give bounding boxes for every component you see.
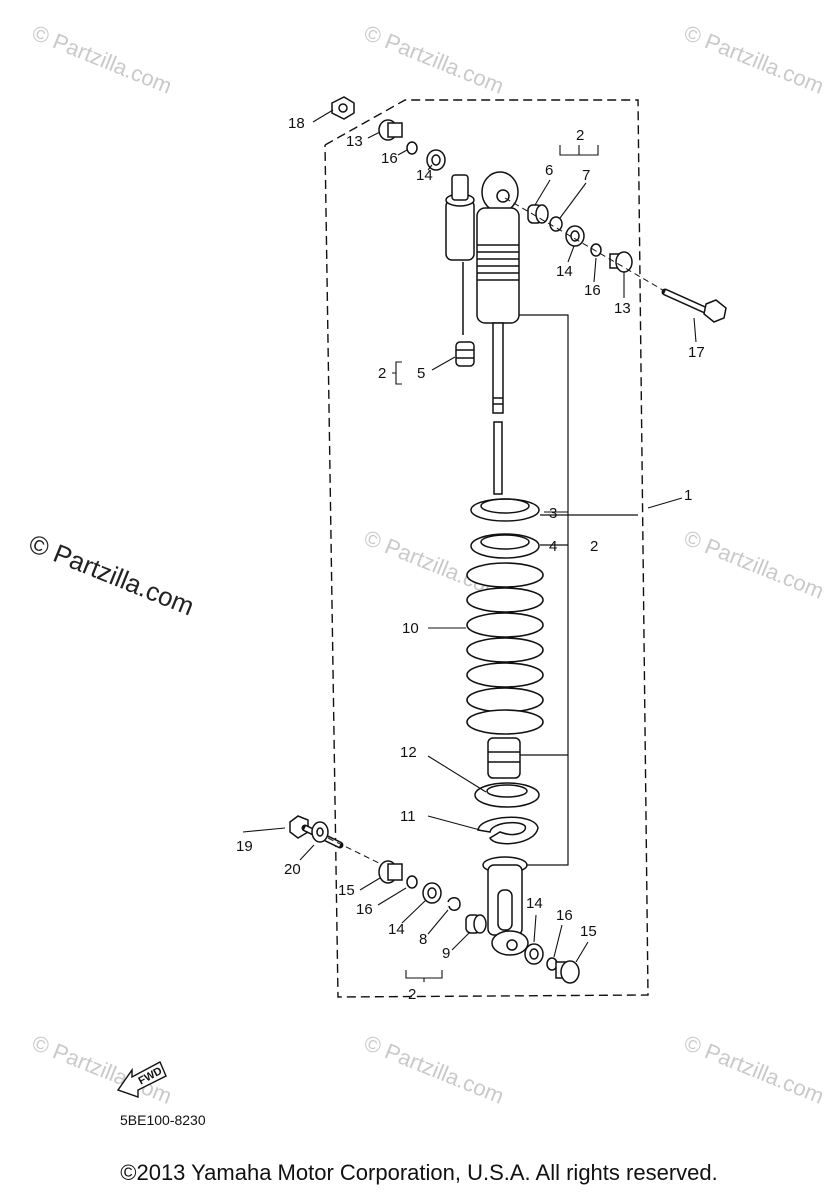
callout-20: 20 [284, 861, 301, 878]
oring-16-bottom-left [406, 875, 418, 889]
callout-19: 19 [236, 838, 253, 855]
diagram-code: 5BE100-8230 [120, 1112, 206, 1128]
callout-11: 11 [400, 808, 416, 825]
fwd-arrow-icon: FWD [116, 1061, 167, 1098]
bottom-axis-line [327, 837, 386, 867]
circlip-8 [447, 897, 461, 911]
callout-14-top-right: 14 [556, 263, 573, 280]
callout-2-adjuster: 2 [590, 538, 598, 555]
callout-14-top-left: 14 [416, 167, 433, 184]
top-bolt-17 [661, 288, 727, 323]
callout-8: 8 [419, 931, 427, 948]
callout-14-bottom-right: 14 [526, 895, 543, 912]
callout-12: 12 [400, 744, 417, 761]
top-axis-line [504, 197, 681, 301]
callout-18: 18 [288, 115, 305, 132]
callout-16-bottom-left: 16 [356, 901, 373, 918]
assembly-boundary [324, 99, 649, 998]
bottom-collar-15-left [378, 860, 403, 884]
shock-body [476, 171, 520, 324]
spring-retainer [477, 816, 539, 845]
spring-guide [474, 782, 540, 808]
reservoir [445, 174, 475, 335]
callout-2-bottom: 2 [408, 986, 416, 1003]
bottom-collar-15-right [555, 960, 580, 984]
reservoir-cap [455, 341, 475, 367]
callout-17: 17 [688, 344, 705, 361]
spring-adjuster [470, 533, 540, 559]
callout-6: 6 [545, 162, 553, 179]
callout-9: 9 [442, 945, 450, 962]
subassembly-bracket [515, 314, 638, 866]
oring-16-top-right [590, 243, 602, 257]
callout-13-top-right: 13 [614, 300, 631, 317]
leader-lines [242, 109, 697, 982]
callout-3: 3 [549, 505, 557, 522]
bushing-9 [465, 914, 487, 934]
copyright-notice: ©2013 Yamaha Motor Corporation, U.S.A. A… [120, 1160, 718, 1185]
callout-2-cap: 2 [378, 365, 386, 382]
oil-seal-14-bottom-right [524, 943, 544, 965]
lower-clevis [482, 856, 529, 956]
top-collar-13-right [609, 251, 633, 273]
callout-16-bottom-right: 16 [556, 907, 573, 924]
callout-16-top-left: 16 [381, 150, 398, 167]
oil-seal-14-top-right [565, 225, 585, 247]
top-bolt-nut-18 [331, 96, 355, 120]
callout-1: 1 [684, 487, 692, 504]
callout-7: 7 [582, 167, 590, 184]
top-collar-13-left [378, 119, 403, 141]
callout-2-top: 2 [576, 127, 584, 144]
callout-5: 5 [417, 365, 425, 382]
callout-4: 4 [549, 538, 557, 555]
coil-spring [466, 562, 544, 735]
circlip-7 [549, 216, 563, 232]
spring-locknut [470, 498, 540, 522]
bushing-6 [527, 204, 549, 224]
callout-15-bottom-left: 15 [338, 882, 355, 899]
callout-13-top: 13 [346, 133, 363, 150]
oil-seal-14-bottom-left [422, 882, 442, 904]
callout-15-bottom-right: 15 [580, 923, 597, 940]
shock-shaft [492, 322, 504, 495]
bump-stop [487, 737, 521, 779]
washer-20 [311, 821, 329, 843]
oring-16-top-left [406, 141, 418, 155]
callout-14-bottom-left: 14 [388, 921, 405, 938]
callout-16-top-right: 16 [584, 282, 601, 299]
callout-10: 10 [402, 620, 419, 637]
